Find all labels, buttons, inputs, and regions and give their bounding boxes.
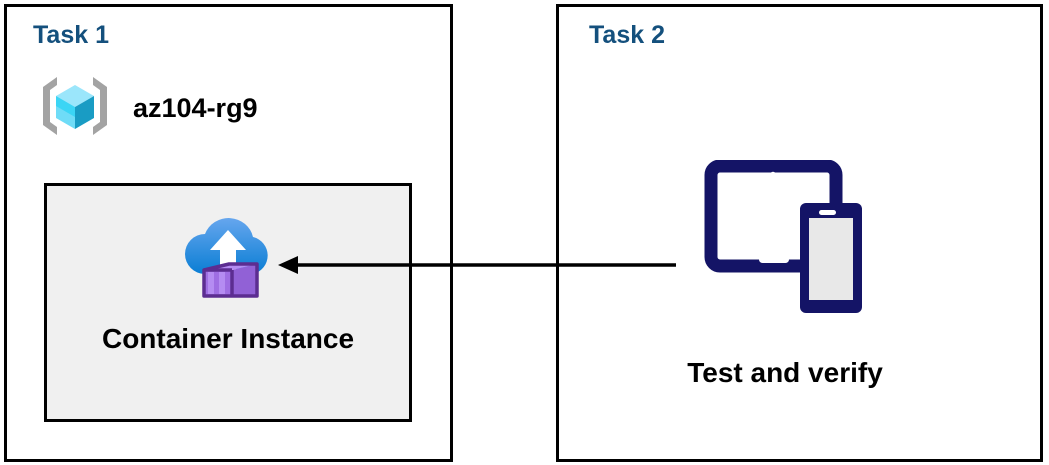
resource-group-label: az104-rg9 <box>133 93 258 123</box>
resource-group-row: az104-rg9 <box>35 71 258 146</box>
devices-tablet-phone-icon <box>693 159 878 335</box>
azure-resource-group-icon <box>35 71 115 146</box>
task-1-title: Task 1 <box>33 21 109 49</box>
container-instance-box: Container Instance <box>44 183 412 422</box>
azure-container-instance-icon <box>175 204 281 305</box>
test-and-verify-block: Test and verify <box>640 159 930 389</box>
test-and-verify-label: Test and verify <box>687 357 883 388</box>
task-1-panel: Task 1 az104-rg9 <box>4 4 453 462</box>
task-2-title: Task 2 <box>589 21 665 49</box>
container-instance-label: Container Instance <box>101 323 355 354</box>
